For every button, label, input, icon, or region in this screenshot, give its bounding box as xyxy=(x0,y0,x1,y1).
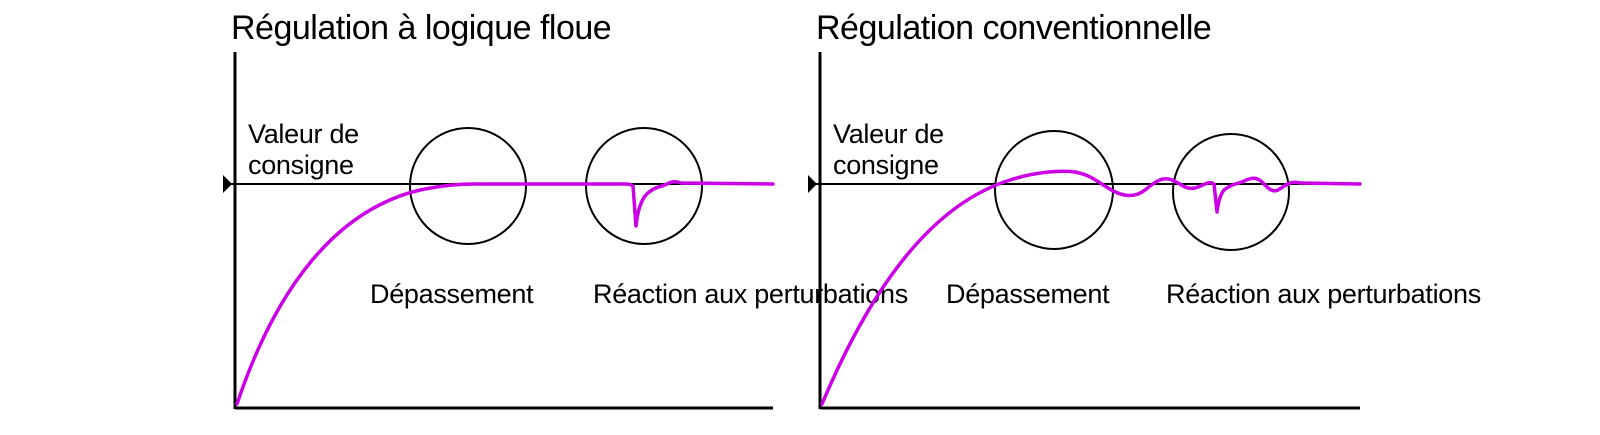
setpoint-marker-icon xyxy=(223,175,232,193)
setpoint-label: Valeur de consigne xyxy=(833,119,944,180)
setpoint-marker-icon xyxy=(808,175,817,193)
fuzzy-plot xyxy=(223,52,775,410)
panel-conventional-control: Régulation conventionnelle Valeur de con… xyxy=(800,0,1481,435)
panel-title: Régulation conventionnelle xyxy=(816,9,1212,47)
disturbance-label: Réaction aux perturbations xyxy=(1166,279,1481,309)
overshoot-circle xyxy=(994,130,1114,250)
panel-title: Régulation à logique floue xyxy=(231,9,612,47)
setpoint-label: Valeur de consigne xyxy=(248,119,359,180)
response-curve-conventional xyxy=(820,169,1362,406)
overshoot-label: Dépassement xyxy=(946,279,1110,309)
panel-fuzzy-control: Régulation à logique floue Valeur de con… xyxy=(215,0,908,435)
disturbance-label: Réaction aux perturbations xyxy=(593,279,908,309)
disturbance-circle xyxy=(585,127,703,245)
response-curve-fuzzy xyxy=(235,179,775,406)
overshoot-label: Dépassement xyxy=(370,279,534,309)
overshoot-circle xyxy=(409,127,527,245)
disturbance-circle xyxy=(1172,133,1290,251)
conventional-plot xyxy=(808,52,1362,410)
